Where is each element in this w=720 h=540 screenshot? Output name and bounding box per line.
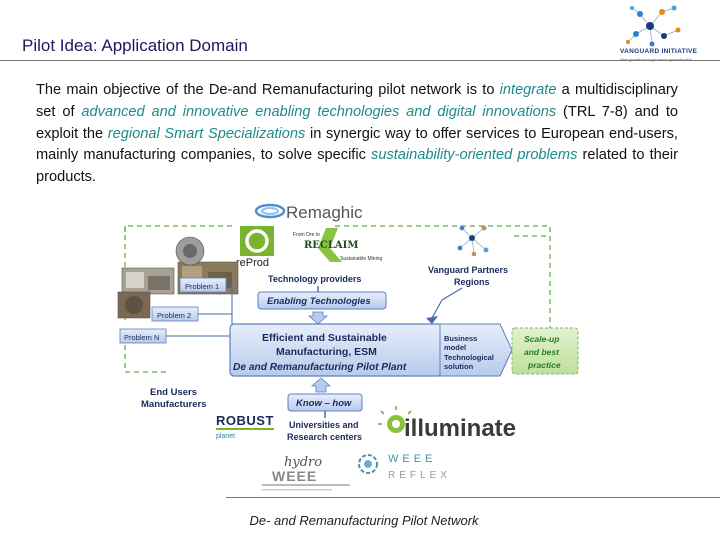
hydro-label: hydro — [284, 455, 322, 470]
text-segment: (TRL 7-8) and to exploit the — [36, 103, 678, 142]
business-model-arrow — [439, 323, 513, 377]
vanguard-network-icon — [457, 225, 489, 257]
problem-n-label: Problem N — [124, 333, 159, 342]
business-label-2: model — [444, 343, 466, 352]
enabling-technologies-box — [257, 291, 387, 310]
text-segment: in synergic way to offer services to Eur… — [36, 125, 678, 164]
regions-arrow — [431, 287, 463, 319]
central-line-3: De and Remanufacturing Pilot Plant — [233, 362, 407, 373]
reclaim-label: RECLAIM — [304, 240, 358, 251]
highlight-technologies: advanced and innovative enabling technol… — [81, 103, 557, 120]
end-users-label: End Users — [150, 387, 197, 398]
reclaim-top: From Ore to — [293, 232, 320, 238]
up-arrow — [310, 377, 332, 393]
weee-reflex-logo: WEEE REFLEX — [358, 453, 451, 481]
vanguard-partners-label: Vanguard Partners — [428, 265, 508, 275]
hydroweee-logo: hydro WEEE — [262, 455, 350, 491]
vanguard-logo — [612, 4, 712, 66]
weee-left-label: WEEE — [272, 468, 317, 484]
scale-up-label-3: practice — [527, 360, 561, 370]
text-segment: The main objective of the De-and Remanuf… — [36, 82, 500, 98]
scale-up-label-2: and best — [524, 347, 560, 357]
technology-providers-label: Technology providers — [268, 274, 361, 284]
regions-label: Regions — [454, 277, 490, 287]
text-segment: a multidisciplinary set of — [36, 82, 678, 120]
illuminate-logo: illuminate — [378, 406, 516, 442]
objective-paragraph: The main objective of the De-and Remanuf… — [36, 80, 678, 189]
reclaim-logo: From Ore to RECLAIM Sustainable Mining — [293, 228, 382, 262]
remaghic-label: Remaghic — [286, 203, 363, 222]
illuminate-label: illuminate — [404, 415, 516, 442]
reprod-logo: reProd — [236, 226, 274, 269]
manufacturers-label: Manufacturers — [141, 399, 206, 410]
robust-planet-logo: ROBUST planet — [216, 413, 274, 440]
footer-text: De- and Remanufacturing Pilot Network — [249, 513, 479, 528]
logo-brand: VANGUARD INITIATIVE — [620, 48, 698, 55]
enabling-technologies-label: Enabling Technologies — [267, 296, 371, 307]
central-line-1: Efficient and Sustainable — [262, 332, 387, 344]
dashed-loop-bottom — [124, 345, 170, 373]
logo-tagline: New growth through smart specialisation — [620, 57, 692, 62]
weee-label: WEEE — [388, 453, 436, 465]
universities-label: Universities and — [289, 420, 359, 430]
business-label-4: solution — [444, 362, 474, 371]
know-how-label: Know – how — [296, 398, 352, 409]
problem-1-label: Problem 1 — [185, 282, 219, 291]
robust-label: ROBUST — [216, 413, 274, 428]
scale-up-label-1: Scale-up — [524, 334, 559, 344]
business-label-3: Technological — [444, 353, 494, 362]
page-title: Pilot Idea: Application Domain — [22, 36, 248, 55]
highlight-problems: sustainability-oriented problems — [371, 147, 578, 164]
scale-up-box — [511, 327, 579, 375]
remaghic-logo: Remaghic — [254, 203, 363, 222]
reflex-label: REFLEX — [388, 470, 451, 481]
highlight-specializations: regional Smart Specializations — [107, 125, 306, 142]
research-centers-label: Research centers — [287, 432, 362, 442]
robust-sub: planet — [216, 433, 235, 440]
header-divider — [0, 60, 720, 61]
reprod-label: reProd — [236, 257, 269, 269]
text-segment: related to their products. — [36, 147, 678, 186]
down-arrow — [307, 311, 329, 325]
business-label-1: Business — [444, 334, 477, 343]
footer-divider — [226, 497, 720, 498]
central-line-2: Manufacturing, ESM — [276, 346, 377, 358]
highlight-integrate: integrate — [499, 82, 557, 98]
reclaim-sub: Sustainable Mining — [340, 256, 382, 262]
problem-2-label: Problem 2 — [157, 311, 191, 320]
